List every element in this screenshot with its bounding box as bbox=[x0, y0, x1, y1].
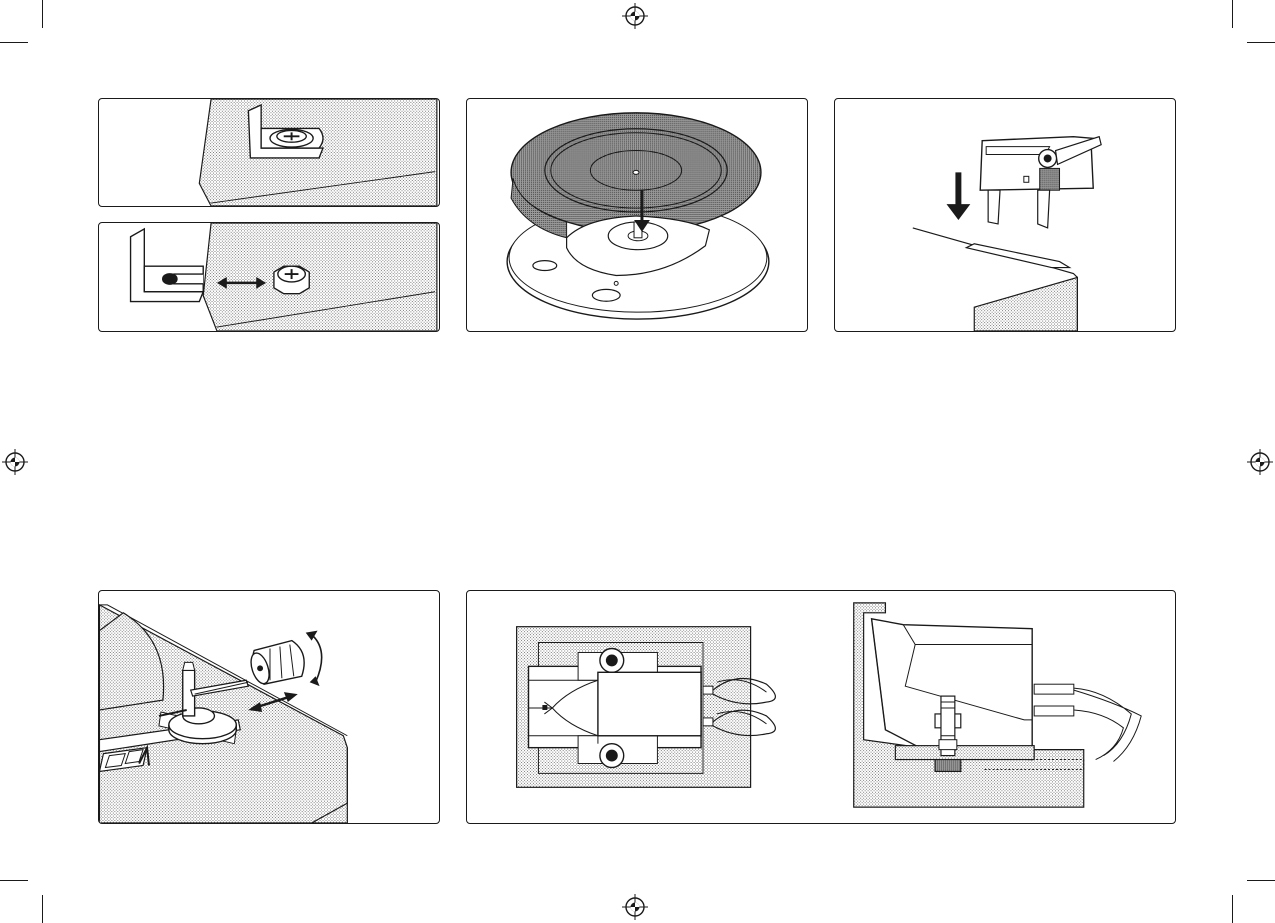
registration-mark-top bbox=[622, 3, 648, 29]
crop-mark bbox=[42, 0, 43, 28]
registration-mark-left bbox=[2, 449, 28, 475]
crop-mark bbox=[0, 880, 28, 881]
crop-mark bbox=[42, 895, 43, 923]
crop-mark bbox=[0, 42, 28, 43]
figure-panel-dust-cover-hinge bbox=[834, 98, 1176, 332]
figure-panel-bracket-removal bbox=[98, 222, 440, 332]
figure-panel-counterweight bbox=[98, 590, 440, 824]
crop-mark bbox=[1247, 42, 1275, 43]
hinge-insert-illustration bbox=[835, 99, 1175, 331]
platter-mat-illustration bbox=[467, 99, 807, 331]
registration-mark-right bbox=[1247, 449, 1273, 475]
crop-mark bbox=[1232, 895, 1233, 923]
figure-panel-cartridge-mount bbox=[466, 590, 1176, 824]
registration-mark-bottom bbox=[622, 894, 648, 920]
tonearm-counterweight-illustration bbox=[99, 591, 439, 823]
crop-mark bbox=[1232, 0, 1233, 28]
bracket-screw-illustration bbox=[99, 99, 439, 206]
figure-panel-platter bbox=[466, 98, 808, 332]
crop-mark bbox=[1247, 880, 1275, 881]
bracket-removal-illustration bbox=[99, 223, 439, 331]
figure-panel-bracket-screw bbox=[98, 98, 440, 207]
cartridge-mount-illustration bbox=[467, 591, 1175, 823]
